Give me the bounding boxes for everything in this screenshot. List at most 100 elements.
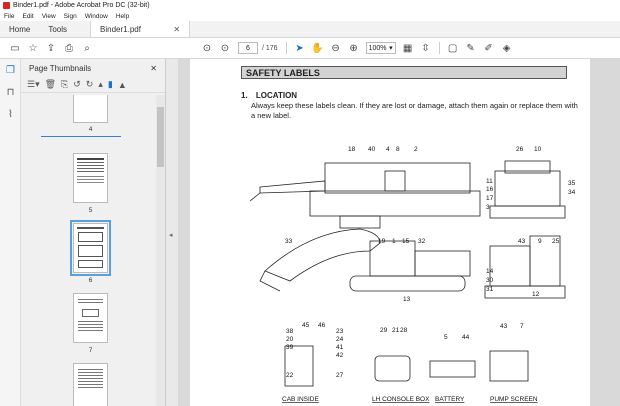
bookmark-star-icon[interactable]: ☆ [28,42,38,54]
page-thumbnails-icon[interactable]: ❐ [6,64,15,76]
top-callout-26: 26 [516,146,524,153]
window-title: Binder1.pdf - Adobe Acrobat Pro DC (32-b… [13,2,150,9]
thumbnail-toolbar: ☰▾ 🗑 ⎘ ↺ ↻ ▴ ▮ ▲ [21,77,165,93]
attachments-icon[interactable]: ⌇ [8,108,13,120]
page-total: / 176 [262,44,278,52]
save-icon[interactable]: ▭ [10,42,20,54]
tab-bar: Home Tools Binder1.pdf ✕ [0,21,620,38]
acrobat-app-icon [3,2,10,9]
thumbnail-page-4[interactable] [73,95,108,123]
page-number-input[interactable]: 6 [238,42,258,54]
menu-help[interactable]: Help [115,12,130,20]
fit-page-icon[interactable]: ▦ [402,42,413,54]
thumb-small-icon[interactable]: ▴ [98,79,103,89]
select-cursor-icon[interactable]: ➤ [295,42,304,54]
rotate-cw-icon[interactable]: ↻ [85,79,94,89]
side-callout-32: 32 [418,238,426,245]
detail-callout-20: 20 [286,336,294,343]
menu-edit[interactable]: Edit [22,12,34,20]
menu-view[interactable]: View [41,12,56,20]
thumbnail-label: 4 [88,126,93,133]
upload-icon[interactable]: ⇪ [46,42,56,54]
rotate-ccw-icon[interactable]: ↺ [73,79,81,89]
diagram-caption: CAB INSIDE [282,396,320,403]
detail-callout-38: 38 [286,328,294,335]
menu-bar: File Edit View Sign Window Help [0,11,620,21]
thumbnail-page-5[interactable] [73,153,108,203]
section-title: SAFETY LABELS [241,66,567,79]
top-callout-10: 10 [534,146,542,153]
scroll-mode-icon[interactable]: ⇳ [421,42,430,54]
tab-tools[interactable]: Tools [48,24,68,34]
top-callout-35: 35 [568,180,576,187]
side-callout-1: 1 [392,238,396,245]
detail-callout-22: 22 [286,372,294,379]
scrollbar-thumb[interactable] [157,107,164,167]
insert-page-icon[interactable]: ⎘ [61,79,69,89]
next-page-icon[interactable]: ⊙ [220,42,230,54]
side-callout-12: 12 [532,291,540,298]
previous-page-icon[interactable]: ⊙ [202,42,212,54]
print-icon[interactable]: ⎙ [65,42,73,54]
hand-tool-icon[interactable]: ✋ [311,42,324,54]
tab-home[interactable]: Home [9,24,31,34]
top-callout-2: 2 [414,146,418,153]
zoom-select[interactable]: 100% ▾ [365,42,396,54]
top-callout-34: 34 [568,189,576,196]
draw-icon[interactable]: ✐ [484,42,493,54]
thumbnail-page-6[interactable] [70,220,111,276]
panel-splitter[interactable]: ◂ [166,59,178,406]
detail-callout-21: 21 [392,327,400,334]
bookmarks-icon[interactable]: ⊓ [6,86,15,98]
thumbnail-scrollbar[interactable] [156,95,165,406]
menu-window[interactable]: Window [84,12,108,20]
detail-callout-39: 39 [286,344,294,351]
thumbnails-panel: Page Thumbnails ✕ ☰▾ 🗑 ⎘ ↺ ↻ ▴ ▮ ▲ 4 5 6 [21,59,166,406]
collapse-panel-icon[interactable]: ◂ [169,232,173,239]
delete-icon[interactable]: 🗑 [44,79,57,89]
side-callout-19: 19 [378,238,386,245]
pdf-page: SAFETY LABELS 1. LOCATION Always keep th… [190,59,590,406]
side-callout-25: 25 [552,238,560,245]
detail-callout-24: 24 [336,336,344,343]
side-callout-15: 15 [402,238,410,245]
thumb-slider-icon[interactable]: ▮ [107,79,113,89]
thumbnail-list: 4 5 6 7 [21,95,157,406]
detail-callout-42: 42 [336,352,344,359]
thumbnail-page-7[interactable] [73,293,108,343]
thumb-large-icon[interactable]: ▲ [117,79,127,90]
search-icon[interactable]: ⌕ [84,42,90,54]
detail-callout-43: 43 [500,323,508,330]
top-callout-4: 4 [386,146,390,153]
detail-callout-45: 45 [302,322,310,329]
zoom-out-icon[interactable]: ⊖ [331,42,340,54]
location-number: 1. [241,91,248,100]
detail-callout-27: 27 [336,372,344,379]
detail-callout-7: 7 [520,323,524,330]
detail-callout-46: 46 [318,322,326,329]
close-tab-icon[interactable]: ✕ [173,24,181,34]
close-panel-icon[interactable]: ✕ [150,63,157,73]
side-callout-9: 9 [538,238,542,245]
menu-sign[interactable]: Sign [63,12,77,20]
top-callout-40: 40 [368,146,376,153]
thumbnail-label: 7 [88,347,93,354]
menu-file[interactable]: File [4,12,15,20]
document-viewer[interactable]: SAFETY LABELS 1. LOCATION Always keep th… [178,59,620,406]
side-callout-31: 31 [486,286,494,293]
left-rail: ❐ ⊓ ⌇ [0,59,21,406]
highlight-pen-icon[interactable]: ✎ [466,42,475,54]
window-titlebar: Binder1.pdf - Adobe Acrobat Pro DC (32-b… [0,0,620,11]
comment-icon[interactable]: ▢ [447,42,458,54]
top-callout-8: 8 [396,146,400,153]
top-callout-17: 17 [486,195,494,202]
location-heading-text: LOCATION [255,91,298,100]
fill-sign-icon[interactable]: ◈ [502,42,511,54]
thumbnail-label: 5 [88,207,93,214]
zoom-in-icon[interactable]: ⊕ [349,42,358,54]
tab-document[interactable]: Binder1.pdf ✕ [90,21,191,37]
top-callout-18: 18 [348,146,356,153]
panel-title: Page Thumbnails [29,63,92,73]
options-menu-icon[interactable]: ☰▾ [27,79,40,89]
thumbnail-page-8[interactable] [73,363,108,406]
